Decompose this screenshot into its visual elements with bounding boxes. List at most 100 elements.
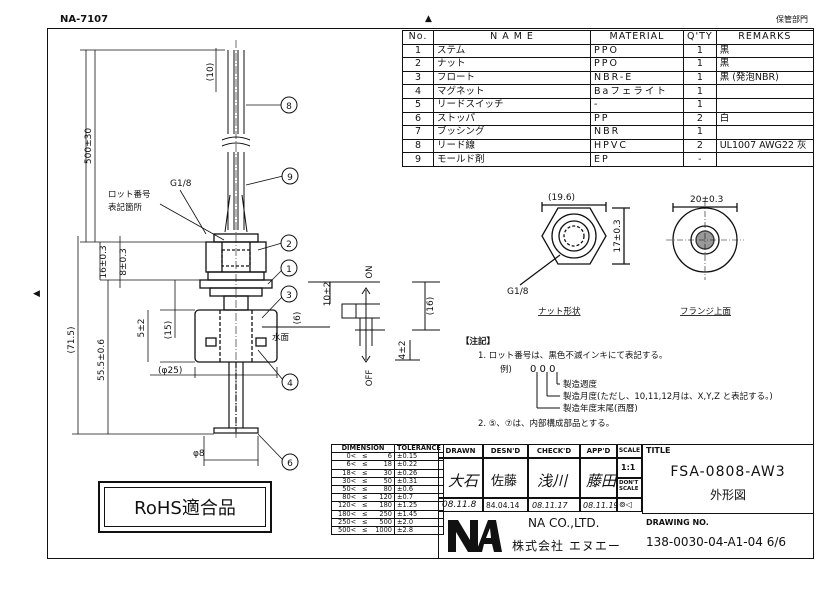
callout-2: 2 <box>286 240 292 250</box>
center-mark-top-icon: ▲ <box>425 14 432 24</box>
appd-label: APP'D <box>586 447 611 455</box>
callout-3: 3 <box>286 291 292 301</box>
projection-symbol-icon: ⊚◁ <box>619 500 632 509</box>
switch-stroke-diagram <box>308 281 440 363</box>
callout-8: 8 <box>286 102 292 112</box>
scale-label: SCALE <box>618 447 641 454</box>
callout-6: 6 <box>287 459 293 469</box>
tolerance-row: 180<≤250±1.45 <box>331 509 444 519</box>
thread-g18-b: G1/8 <box>507 287 529 297</box>
part-name: モールド剤 <box>433 152 591 167</box>
lot-number-bracket <box>536 372 560 409</box>
dim-phi8: φ8 <box>193 449 205 459</box>
callout-4: 4 <box>287 379 293 389</box>
tolerance-row: 6<≤18±0.22 <box>331 460 444 470</box>
lot-label-1: ロット番号 <box>108 189 151 200</box>
tol-min: 120< <box>331 501 359 511</box>
checkd-label: CHECK'D <box>536 447 572 455</box>
drawing-no-label: DRAWING NO. <box>646 518 709 527</box>
dim-55-5: 55.5±0.6 <box>97 339 107 381</box>
tol-value: ±0.22 <box>394 460 444 470</box>
part-material: EP <box>590 152 684 167</box>
off-label: OFF <box>365 370 375 387</box>
company-name-en: NA CO.,LTD. <box>528 516 600 530</box>
dim-8: 8±0.3 <box>119 248 129 276</box>
note-digits: 0 0 0 <box>530 364 555 375</box>
note-example: 例) <box>500 364 512 375</box>
tol-min: 6< <box>331 460 359 470</box>
desnd-date: 84.04.14 <box>486 501 520 510</box>
nut-top-view <box>519 202 630 286</box>
tol-value: ±1.45 <box>394 509 444 519</box>
tolerance-row: 500<≤1000±2.8 <box>331 525 444 536</box>
dim-10: (10) <box>206 63 216 81</box>
rohs-label: RoHS適合品 <box>104 487 266 527</box>
callout-9: 9 <box>287 173 293 183</box>
callout-1: 1 <box>286 265 292 275</box>
callout-leaders <box>159 104 285 461</box>
stem-lower <box>213 40 259 440</box>
tol-value: ±1.25 <box>394 501 444 511</box>
tol-max: 250 <box>369 509 396 519</box>
tol-min: 180< <box>331 509 359 519</box>
note-month: 製造月度(ただし、10,11,12月は、X,Y,Z と表記する。) <box>563 391 773 402</box>
drawn-label: DRAWN <box>445 447 476 455</box>
drawing-title: FSA-0808-AW3 <box>670 464 786 480</box>
drawn-signature: 大石 <box>448 472 479 490</box>
note-1: 1. ロット番号は、黒色不滅インキにて表記する。 <box>478 350 667 361</box>
tol-op: ≤ <box>358 501 370 511</box>
company-logo <box>448 520 502 552</box>
dim-20: 20±0.3 <box>690 195 723 205</box>
tol-min: 500< <box>331 525 359 536</box>
lot-label-2: 表記箇所 <box>108 202 143 213</box>
dim-15: (15) <box>164 321 174 339</box>
scale-value: 1:1 <box>621 463 636 472</box>
dim-16-b: (16) <box>426 297 436 315</box>
dimension-lines <box>72 48 278 466</box>
center-mark-left-icon: ◀ <box>33 289 40 299</box>
tol-op: ≤ <box>358 525 370 536</box>
water-label: 水面 <box>272 332 290 343</box>
drawn-date: 08.11.8 <box>442 500 477 510</box>
rohs-stamp: RoHS適合品 <box>98 481 272 533</box>
tol-op: ≤ <box>358 509 370 519</box>
appd-date: 08.11.19 <box>583 501 619 510</box>
tol-max: 180 <box>369 501 396 511</box>
lead-wire-lower <box>224 152 248 233</box>
dim-500: 500±30 <box>84 128 94 164</box>
desnd-label: DESN'D <box>490 447 521 455</box>
title-label: TITLE <box>646 446 671 455</box>
dim-6: (6) <box>293 312 303 325</box>
desnd-signature: 佐藤 <box>491 474 518 489</box>
tol-max: 1000 <box>369 525 396 536</box>
tol-max: 18 <box>369 460 396 470</box>
drawing-subtitle: 外形図 <box>709 488 746 502</box>
part-material: NBR <box>590 125 684 140</box>
dim-19-6: (19.6) <box>548 193 575 203</box>
company-name-jp: 株式会社 エヌエー <box>512 539 621 553</box>
notes-heading: 【注記】 <box>461 336 495 347</box>
drawing-number: 138-0030-04-A1-04 6/6 <box>646 535 787 549</box>
tol-op: ≤ <box>358 460 370 470</box>
tolerance-row: 80<≤120±0.7 <box>331 493 444 503</box>
thread-g18: G1/8 <box>170 179 192 189</box>
note-year: 製造年度末尾(西暦) <box>563 403 638 414</box>
checkd-signature: 浅川 <box>537 472 568 490</box>
dim-phi25: (φ25) <box>158 366 182 376</box>
dim-16: 16±0.3 <box>99 245 109 278</box>
dim-10-2: 10±2 <box>323 282 333 307</box>
document-number: NA-7107 <box>60 14 109 25</box>
tol-value: ±2.8 <box>394 525 444 536</box>
flange-view-label: フランジ上面 <box>680 307 732 317</box>
dim-4-2: 4±2 <box>398 341 408 360</box>
checkd-date: 08.11.17 <box>532 501 568 510</box>
tolerance-row: 120<≤180±1.25 <box>331 501 444 511</box>
part-remarks <box>715 152 815 167</box>
